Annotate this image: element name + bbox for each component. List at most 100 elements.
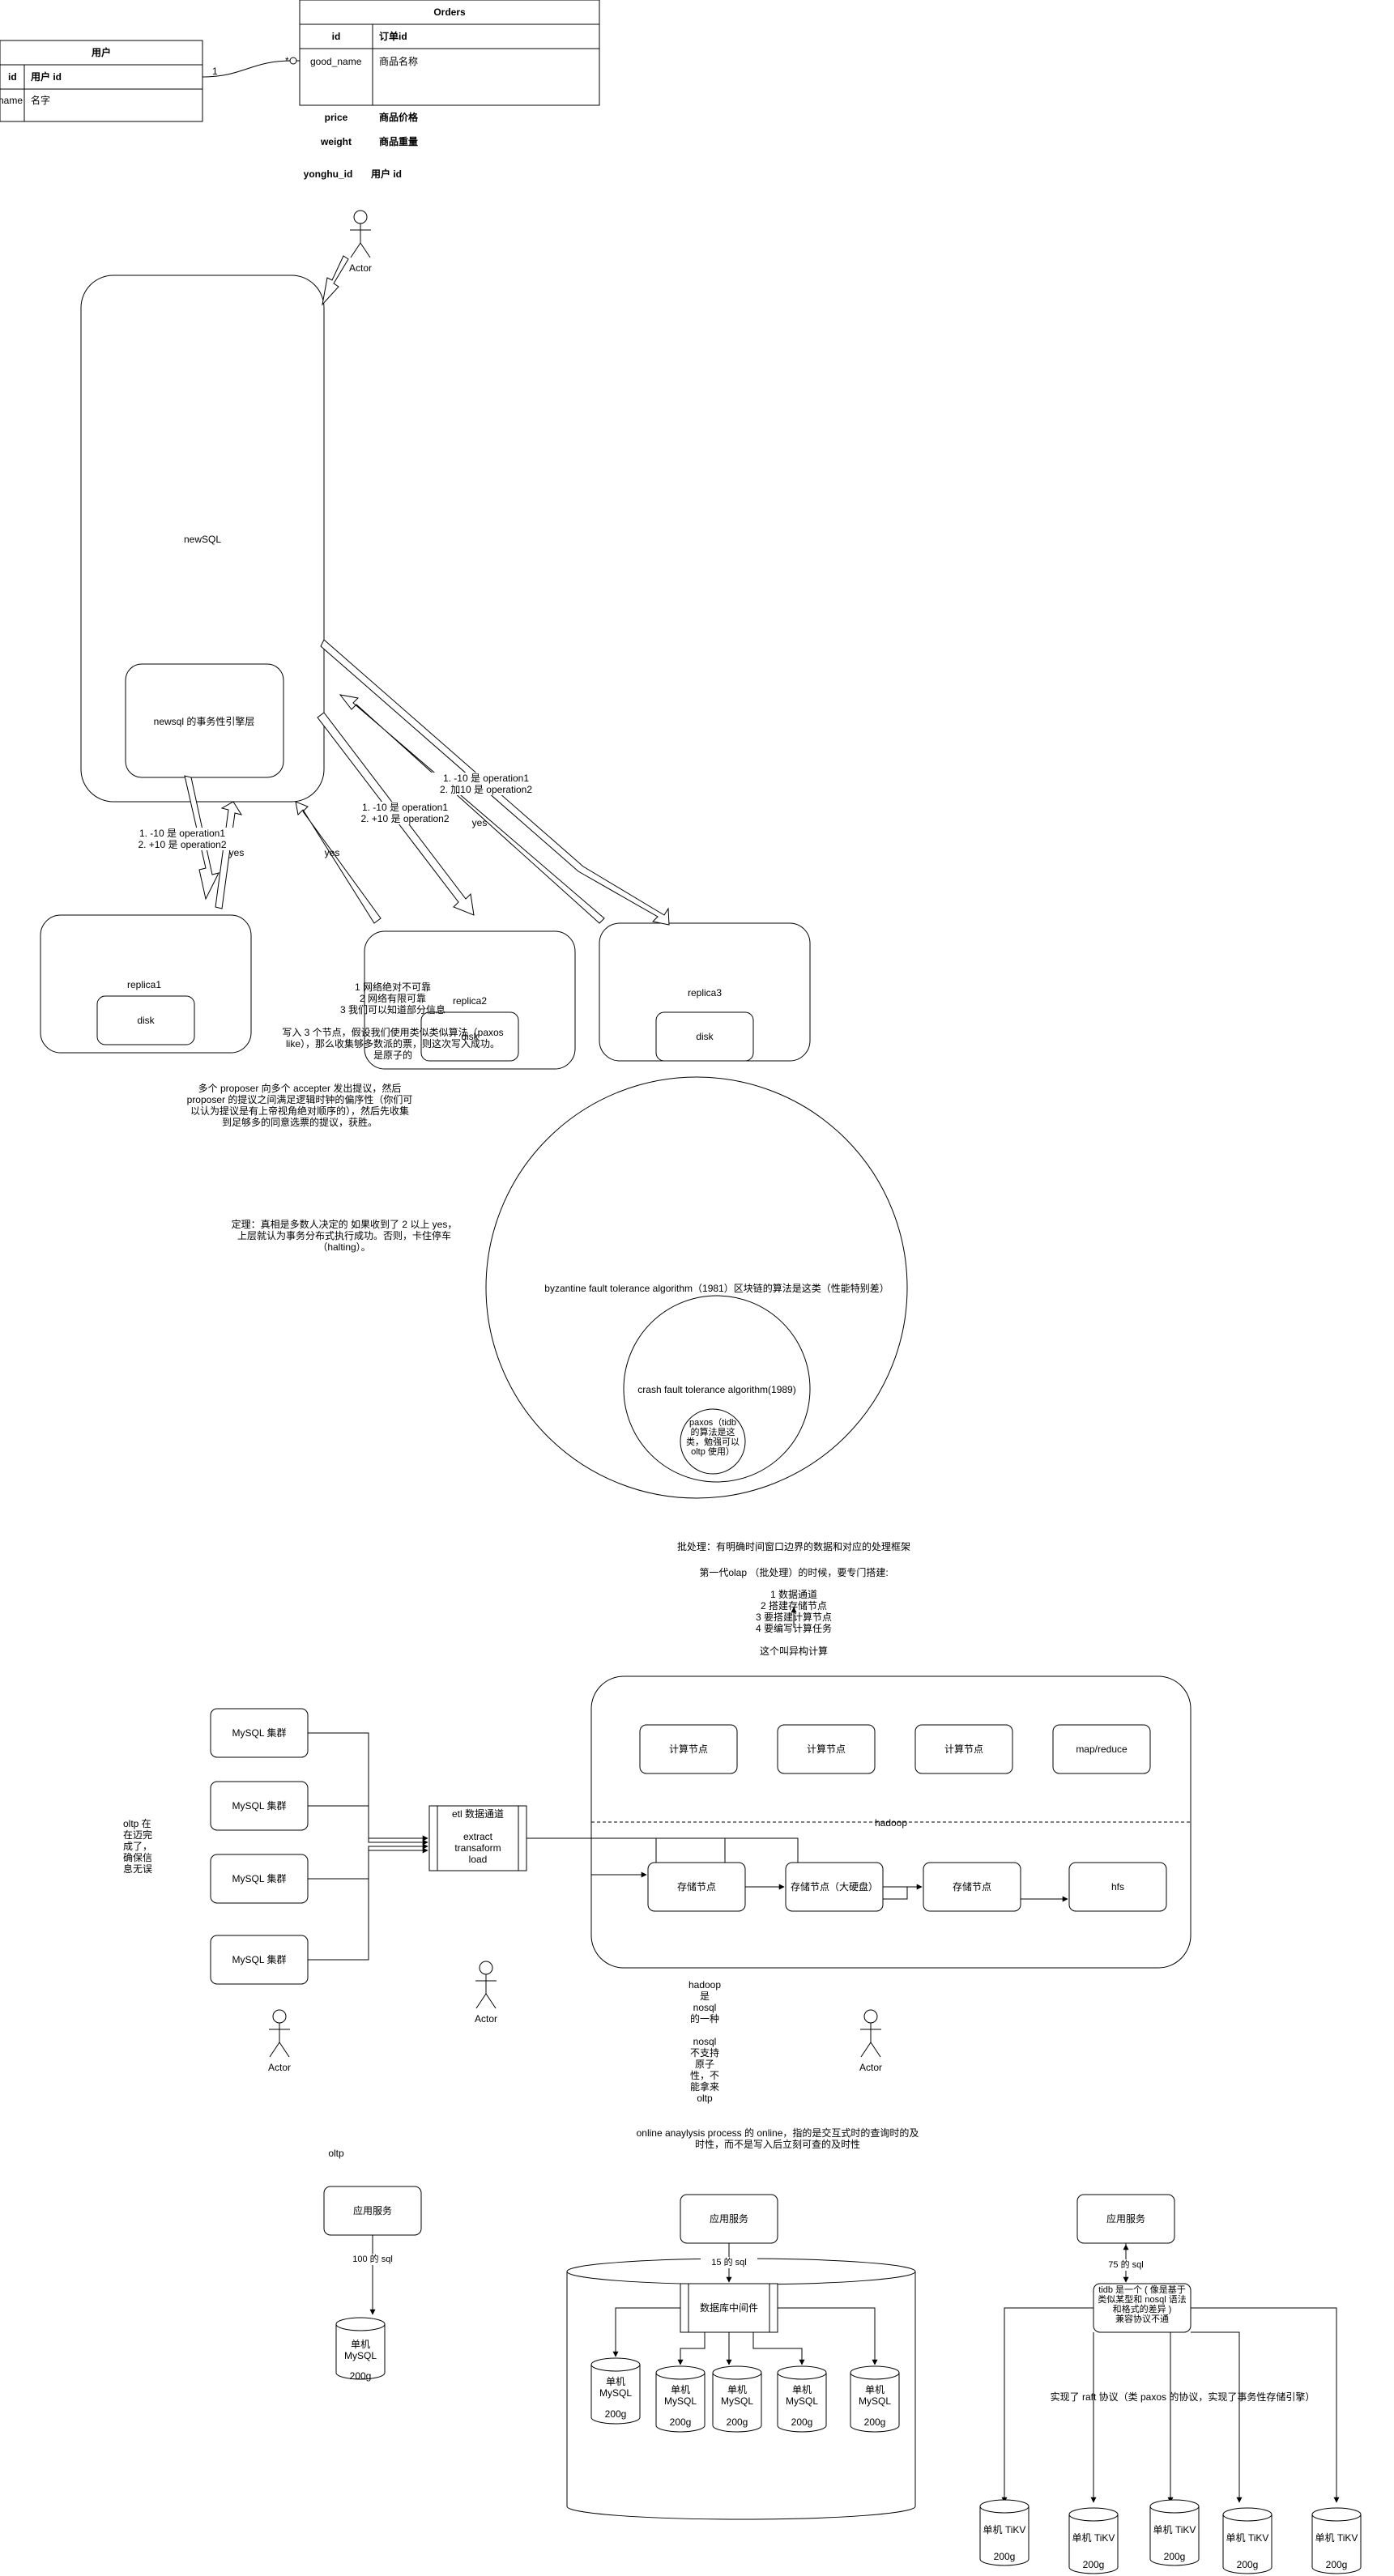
hadoop-label: hadoop xyxy=(875,1817,907,1829)
newsql-title: newSQL xyxy=(184,534,221,545)
tidb-label: tidb 是一个 ( 像是基于类似某型和 nosql 语法和格式的差异 ) 兼容… xyxy=(1098,2285,1187,2324)
actor-middle[interactable]: Actor xyxy=(475,1961,497,2025)
actor-top[interactable]: Actor xyxy=(349,210,372,274)
disk-box[interactable] xyxy=(655,1011,754,1062)
replica1-label: replica1 xyxy=(127,979,161,990)
sharded-mysql-label: 单机 MySQL xyxy=(599,2376,632,2399)
tidb-to-tikv-connectors xyxy=(1001,2307,1340,2503)
compute-node-label: 计算节点 xyxy=(944,1743,983,1755)
extra-row-value: 商品价格 xyxy=(379,111,419,123)
sharded-mysql-db[interactable] xyxy=(850,2365,900,2433)
compute-node[interactable]: 计算节点 xyxy=(914,1724,1013,1774)
compute-node-label: 计算节点 xyxy=(807,1743,846,1755)
sharded-mysql-label: 单机 MySQL xyxy=(858,2384,891,2407)
batch-arch: 这个叫异构计算 xyxy=(759,1646,828,1657)
network-note: 1 网络绝对不可靠 2 网络有限可靠 3 我们可以知道部分信息 写入 3 个节点… xyxy=(282,981,504,1061)
users-row-key: id xyxy=(8,71,17,83)
tikv-label: 单机 TiKV xyxy=(1072,2532,1115,2544)
actor-to-newsql-arrow xyxy=(322,255,349,306)
tikv-db[interactable] xyxy=(1222,2507,1273,2574)
app-service-middle[interactable]: 应用服务 xyxy=(680,2194,778,2244)
extra-row-value: 用户 id xyxy=(370,168,402,180)
relation-line[interactable] xyxy=(202,60,300,78)
orders-table[interactable]: Orders id 订单id good_name 商品名称 xyxy=(299,0,600,106)
disk-box[interactable] xyxy=(96,995,195,1045)
tikv-size: 200g xyxy=(1163,2551,1186,2562)
tikv-label: 单机 TiKV xyxy=(983,2524,1026,2536)
byzantine-label: byzantine fault tolerance algorithm（1981… xyxy=(544,1282,889,1294)
extra-row-key: price xyxy=(325,112,348,123)
sharded-mysql-label: 单机 MySQL xyxy=(720,2384,753,2407)
storage-node-label: 存储节点 xyxy=(677,1880,716,1893)
actor-left[interactable]: Actor xyxy=(268,2009,291,2073)
replica3-to-newsql-arrow xyxy=(339,694,605,924)
tikv-db[interactable] xyxy=(1311,2507,1362,2574)
disk-box[interactable] xyxy=(420,1011,519,1062)
etl-to-storage-connectors xyxy=(526,1837,1068,1902)
mysql-cluster[interactable]: MySQL 集群 xyxy=(210,1935,309,1985)
orders-table-title: Orders xyxy=(433,6,466,18)
mysql-cluster[interactable]: MySQL 集群 xyxy=(210,1854,309,1904)
tikv-db[interactable] xyxy=(1068,2507,1119,2574)
mysql-cluster-label: MySQL 集群 xyxy=(232,1727,287,1739)
tikv-label: 单机 TiKV xyxy=(1315,2532,1358,2544)
hfs-node[interactable]: hfs xyxy=(1068,1862,1167,1912)
tikv-db[interactable] xyxy=(979,2499,1030,2566)
etl-pipeline[interactable] xyxy=(428,1805,527,1871)
database-middleware[interactable]: 数据库中间件 xyxy=(680,2283,778,2333)
relation-optional-marker xyxy=(289,57,297,65)
replica2-to-newsql-arrow xyxy=(295,801,382,924)
users-table-title: 用户 xyxy=(91,46,111,58)
sql-15-label: 15 的 sql xyxy=(701,2257,757,2268)
storage-node-big[interactable]: 存储节点（大硬盘） xyxy=(785,1862,884,1912)
single-mysql-label: 单机 MySQL xyxy=(343,2339,377,2361)
app-service-left[interactable]: 应用服务 xyxy=(323,2186,422,2236)
mysql-cluster[interactable]: MySQL 集群 xyxy=(210,1708,309,1758)
extra-row-key: weight xyxy=(320,136,352,147)
single-mysql-db[interactable] xyxy=(335,2317,386,2380)
replica2-box[interactable] xyxy=(364,930,576,1070)
users-row-key: name xyxy=(0,95,23,106)
sharded-mysql-db[interactable] xyxy=(655,2365,706,2433)
sharded-mysql-db[interactable] xyxy=(777,2365,827,2433)
app-service-right[interactable]: 应用服务 xyxy=(1076,2194,1175,2244)
tikv-size: 200g xyxy=(1236,2559,1259,2570)
replica1-box[interactable] xyxy=(40,914,252,1054)
compute-node[interactable]: 计算节点 xyxy=(639,1724,738,1774)
crash-circle[interactable] xyxy=(623,1295,811,1483)
actor-right[interactable]: Actor xyxy=(859,2009,882,2073)
sharded-mysql-label: 单机 MySQL xyxy=(785,2384,818,2407)
mysql-cluster[interactable]: MySQL 集群 xyxy=(210,1781,309,1831)
mysql-to-etl-connectors xyxy=(308,1732,428,1961)
tikv-label: 单机 TiKV xyxy=(1153,2524,1196,2536)
newsql-to-replica3-arrow xyxy=(320,639,670,926)
storage-node[interactable]: 存储节点 xyxy=(923,1862,1021,1912)
engine-box[interactable] xyxy=(125,663,284,778)
paxos-circle[interactable] xyxy=(680,1408,746,1475)
app-service-label: 应用服务 xyxy=(1106,2212,1145,2225)
mapreduce-node[interactable]: map/reduce xyxy=(1052,1724,1151,1774)
extra-row-value: 商品重量 xyxy=(379,135,418,147)
yes-label: yes xyxy=(325,847,340,858)
ops-label-replica3: 1. -10 是 operation1 2. 加10 是 operation2 xyxy=(429,773,543,795)
orders-row-value: 商品名称 xyxy=(379,55,418,67)
actor-label: Actor xyxy=(475,2013,497,2025)
storage-node[interactable]: 存储节点 xyxy=(647,1862,746,1912)
sharded-mysql-db[interactable] xyxy=(712,2365,762,2433)
replica2-label: replica2 xyxy=(453,995,487,1007)
compute-node[interactable]: 计算节点 xyxy=(777,1724,876,1774)
tikv-size: 200g xyxy=(993,2551,1016,2562)
tikv-db[interactable] xyxy=(1149,2499,1200,2566)
crash-label: crash fault tolerance algorithm(1989) xyxy=(637,1384,795,1395)
batch-line1: 批处理：有明确时间窗口边界的数据和对应的处理框架 xyxy=(676,1541,910,1552)
compute-node-label: 计算节点 xyxy=(669,1743,708,1755)
sharded-mysql-db[interactable] xyxy=(590,2357,641,2425)
batch-line2: 第一代olap （批处理）的时候，要专门搭建: xyxy=(699,1567,889,1578)
mysql-cluster-label: MySQL 集群 xyxy=(232,1953,287,1965)
batch-steps: 1 数据通道 2 搭建存储节点 3 要搭建计算节点 4 要编写计算任务 xyxy=(755,1589,832,1634)
users-table[interactable]: 用户 id 用户 id name 名字 xyxy=(0,40,203,122)
replica1-to-engine-arrow xyxy=(215,801,243,909)
mysql-cluster-label: MySQL 集群 xyxy=(232,1872,287,1884)
tikv-size: 200g xyxy=(1325,2559,1348,2570)
